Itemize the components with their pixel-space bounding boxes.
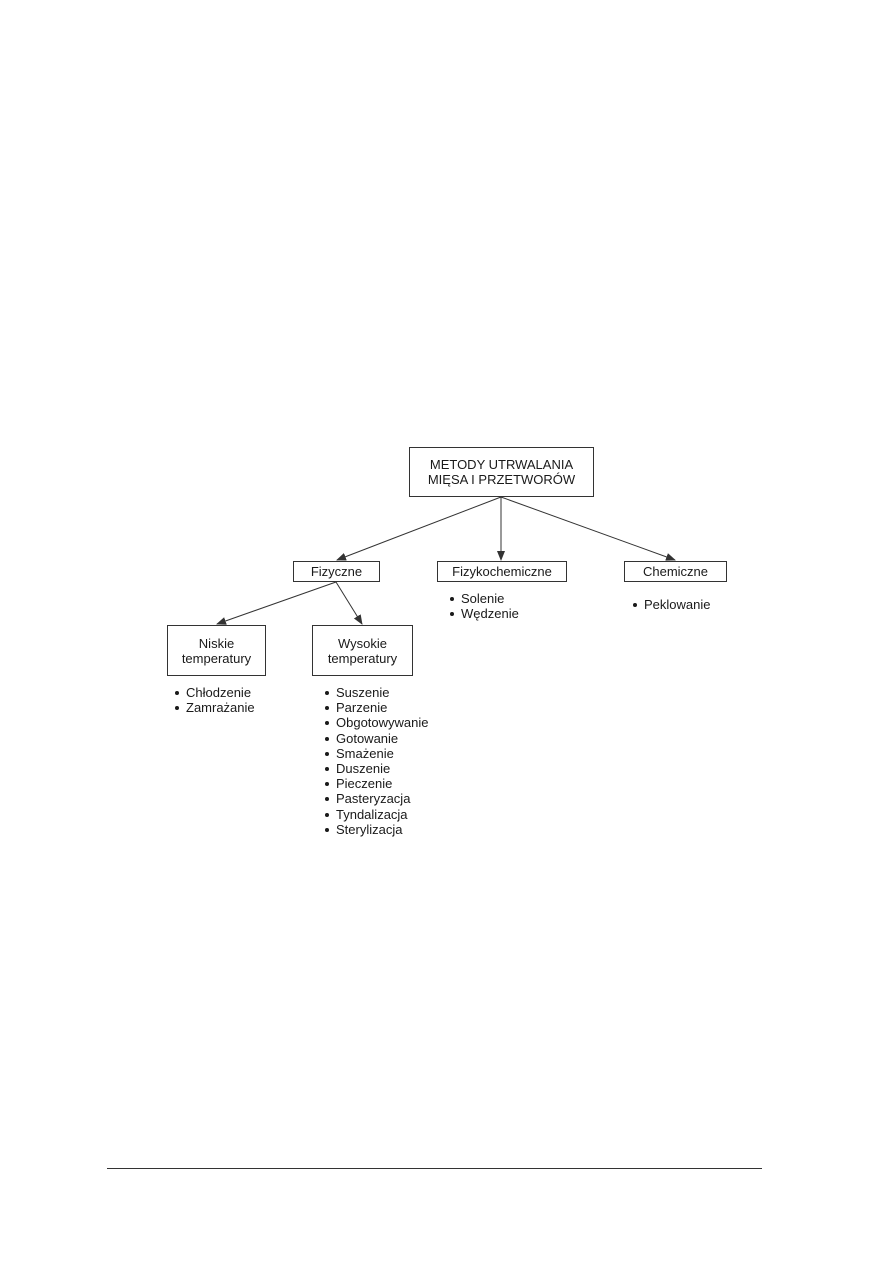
method-list-chemiczne: Peklowanie: [632, 597, 711, 612]
subcategory-node-wysokie: Wysokie temperatury: [312, 625, 413, 676]
list-item: Smażenie: [324, 746, 429, 761]
subcategory-label-wysokie-line1: Wysokie: [337, 635, 387, 651]
category-label-fizykochemiczne: Fizykochemiczne: [452, 564, 552, 579]
subcategory-node-niskie: Niskie temperatury: [167, 625, 266, 676]
root-label-line1: METODY UTRWALANIA: [429, 457, 574, 472]
list-item: Pieczenie: [324, 776, 429, 791]
list-item: Zamrażanie: [174, 700, 255, 715]
category-node-fizykochemiczne: Fizykochemiczne: [437, 561, 567, 582]
category-node-fizyczne: Fizyczne: [293, 561, 380, 582]
method-list-fizykochemiczne: Solenie Wędzenie: [449, 591, 519, 621]
category-node-chemiczne: Chemiczne: [624, 561, 727, 582]
arrow-root-to-chemiczne: [500, 496, 676, 561]
list-item: Duszenie: [324, 761, 429, 776]
category-label-fizyczne: Fizyczne: [310, 564, 363, 579]
list-item: Peklowanie: [632, 597, 711, 612]
list-item: Parzenie: [324, 700, 429, 715]
arrow-fizyczne-to-wysokie: [335, 581, 363, 625]
subcategory-label-niskie-line2: temperatury: [181, 650, 252, 666]
list-item: Chłodzenie: [174, 685, 255, 700]
subcategory-label-wysokie-line2: temperatury: [327, 650, 398, 666]
list-item: Gotowanie: [324, 731, 429, 746]
list-item: Tyndalizacja: [324, 807, 429, 822]
footer-divider: [107, 1168, 762, 1169]
list-item: Obgotowywanie: [324, 715, 429, 730]
arrow-fizyczne-to-niskie: [216, 581, 337, 625]
arrow-root-to-fizyczne: [336, 496, 502, 561]
list-item: Pasteryzacja: [324, 791, 429, 806]
root-label-line2: MIĘSA I PRZETWORÓW: [427, 472, 576, 487]
list-item: Suszenie: [324, 685, 429, 700]
category-label-chemiczne: Chemiczne: [642, 564, 709, 579]
list-item: Sterylizacja: [324, 822, 429, 837]
root-node: METODY UTRWALANIA MIĘSA I PRZETWORÓW: [409, 447, 594, 497]
list-item: Solenie: [449, 591, 519, 606]
method-list-wysokie: Suszenie Parzenie Obgotowywanie Gotowani…: [324, 685, 429, 837]
list-item: Wędzenie: [449, 606, 519, 621]
subcategory-label-niskie-line1: Niskie: [198, 635, 235, 651]
method-list-niskie: Chłodzenie Zamrażanie: [174, 685, 255, 715]
